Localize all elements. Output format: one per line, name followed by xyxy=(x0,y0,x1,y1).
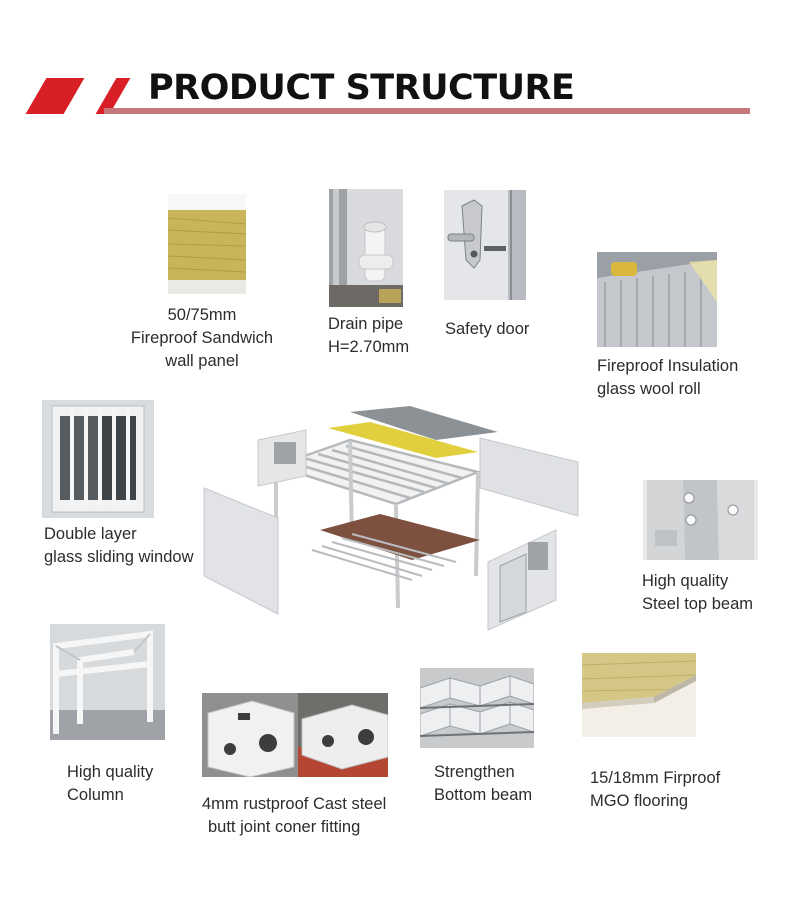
header-rule xyxy=(104,108,750,114)
top-beam-caption: High quality Steel top beam xyxy=(642,572,753,613)
flooring-caption: 15/18mm Firproof MGO flooring xyxy=(590,769,721,810)
bottom-beam-photo xyxy=(420,668,534,748)
drain-pipe-caption: Drain pipe H=2.70mm xyxy=(328,315,410,356)
page-title: PRODUCT STRUCTURE xyxy=(148,68,575,108)
corner-fitting-caption: 4mm rustproof Cast steel butt joint cone… xyxy=(202,795,387,836)
drain-pipe-photo xyxy=(329,189,403,307)
insulation-caption: Fireproof Insulation glass wool roll xyxy=(597,357,739,398)
sliding-window-photo xyxy=(42,400,154,518)
sandwich-panel-photo xyxy=(168,194,246,294)
glass-wool-photo xyxy=(597,252,717,347)
red-stripe-left xyxy=(25,78,85,114)
mgo-flooring-photo xyxy=(582,653,696,737)
bottom-beam-caption: Strengthen Bottom beam xyxy=(434,763,533,804)
safety-door-caption: Safety door xyxy=(445,320,530,338)
window-caption: Double layer glass sliding window xyxy=(44,525,194,566)
top-beam-photo xyxy=(643,480,758,560)
door-handle-photo xyxy=(444,190,526,300)
column-caption: High quality Column xyxy=(67,763,154,804)
sandwich-panel-caption: 50/75mm Fireproof Sandwich wall panel xyxy=(130,306,274,370)
exploded-container-house-diagram xyxy=(200,400,582,640)
corner-fitting-photo xyxy=(202,693,388,777)
column-frame-photo xyxy=(50,624,165,740)
